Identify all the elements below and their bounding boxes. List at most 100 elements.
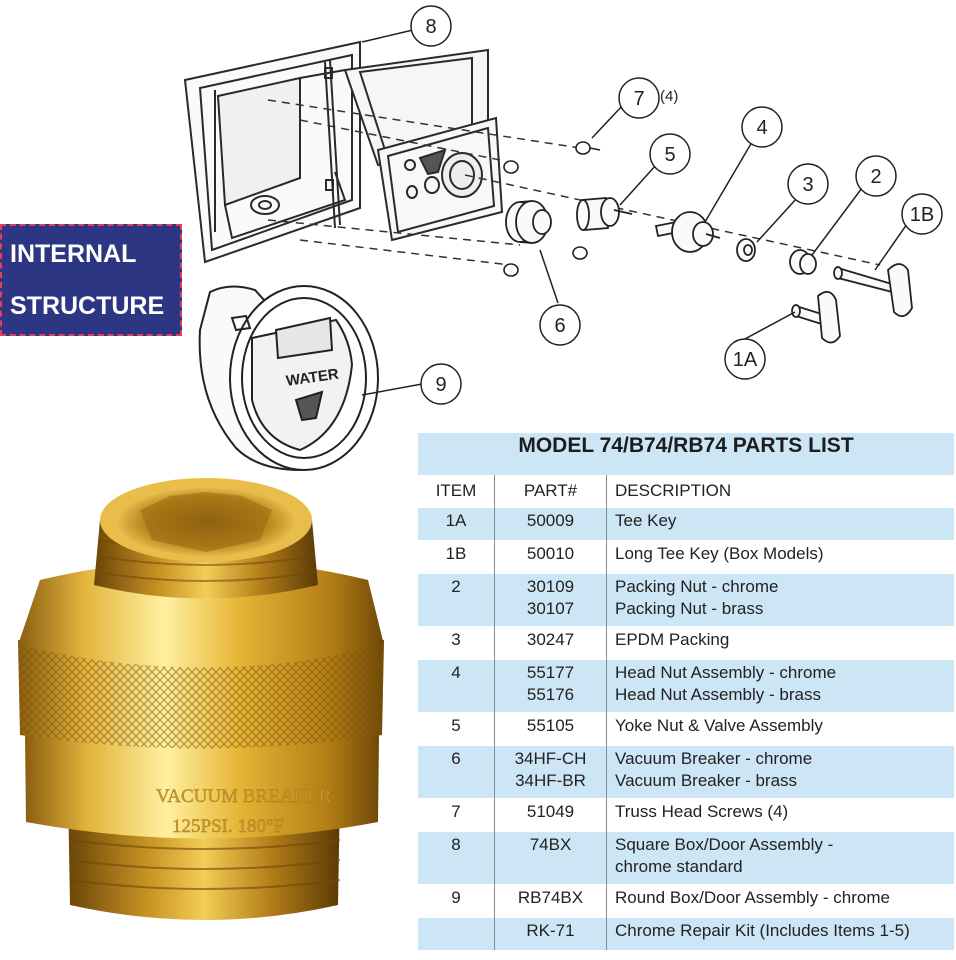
cell-description: Yoke Nut & Valve Assembly bbox=[606, 712, 954, 746]
header-part: PART# bbox=[494, 475, 607, 508]
cell-part-number: 30109 30107 bbox=[494, 573, 607, 627]
cell-item: 9 bbox=[451, 888, 461, 907]
description-line: EPDM Packing bbox=[615, 630, 730, 649]
description-line: chrome standard bbox=[615, 857, 743, 876]
round-box-assembly: WATER bbox=[198, 285, 379, 472]
badge-line1: INTERNAL bbox=[10, 240, 137, 268]
part-number-line: 55177 bbox=[526, 663, 575, 682]
brass-vacuum-breaker-photo: VACUUM BREAKER 125PSI. 180°F bbox=[18, 478, 384, 920]
callout-1b: 1B bbox=[901, 193, 943, 235]
cell-item: 5 bbox=[451, 716, 461, 735]
cell-item: 7 bbox=[451, 802, 461, 821]
part-number-line: 74BX bbox=[529, 835, 572, 854]
svg-text:9: 9 bbox=[435, 374, 446, 396]
parts-list-table: MODEL 74/B74/RB74 PARTS LIST ITEM PART# … bbox=[418, 433, 954, 950]
cell-part-number: 55105 bbox=[494, 712, 607, 746]
badge-line2: STRUCTURE bbox=[10, 292, 165, 320]
part-number-line: 34HF-CH bbox=[514, 749, 587, 768]
table-row: 5 55105 Yoke Nut & Valve Assembly bbox=[418, 712, 954, 746]
cell-item: 2 bbox=[451, 577, 461, 596]
svg-text:1B: 1B bbox=[910, 204, 934, 226]
callout-9: 9 bbox=[420, 363, 462, 405]
parts-list-title-row: MODEL 74/B74/RB74 PARTS LIST bbox=[418, 433, 954, 475]
head-nut-part bbox=[654, 211, 721, 253]
part-number-line: 55105 bbox=[526, 716, 575, 735]
yoke-nut-part bbox=[576, 197, 633, 231]
assembly-lines bbox=[267, 99, 881, 266]
cell-item: 3 bbox=[451, 630, 461, 649]
part-number-line: 50009 bbox=[526, 511, 575, 530]
part-number-line: 30107 bbox=[526, 599, 575, 618]
cell-description: EPDM Packing bbox=[606, 626, 954, 660]
svg-text:3: 3 bbox=[802, 174, 813, 196]
part-number-line: RK-71 bbox=[526, 921, 575, 940]
cell-item: 4 bbox=[451, 663, 461, 682]
cell-part-number: 50009 bbox=[494, 507, 607, 541]
epdm-packing-part bbox=[736, 238, 756, 262]
callout-2: 2 bbox=[855, 155, 897, 197]
cell-description: Tee Key bbox=[606, 507, 954, 541]
part-number-line: 51049 bbox=[526, 802, 575, 821]
svg-text:7: 7 bbox=[633, 88, 644, 110]
description-line: Vacuum Breaker - chrome bbox=[615, 749, 813, 768]
cell-description: Round Box/Door Assembly - chrome bbox=[606, 884, 954, 918]
part-number-line: 30109 bbox=[526, 577, 575, 596]
part-number-line: 50010 bbox=[526, 544, 575, 563]
long-tee-key-part bbox=[833, 263, 913, 318]
description-line: Packing Nut - brass bbox=[615, 599, 764, 618]
vacuum-breaker-part bbox=[505, 200, 552, 244]
table-row: 9 RB74BX Round Box/Door Assembly - chrome bbox=[418, 884, 954, 918]
callout-1a: 1A bbox=[724, 338, 766, 380]
description-line: Vacuum Breaker - brass bbox=[615, 771, 798, 790]
table-row: 7 51049 Truss Head Screws (4) bbox=[418, 798, 954, 832]
header-description: DESCRIPTION bbox=[606, 475, 954, 508]
cell-part-number: 50010 bbox=[494, 540, 607, 574]
cell-part-number: 34HF-CH 34HF-BR bbox=[494, 745, 607, 799]
svg-text:1A: 1A bbox=[733, 349, 758, 371]
parts-list-header-row: ITEM PART# DESCRIPTION bbox=[418, 475, 954, 508]
table-row: 1B 50010 Long Tee Key (Box Models) bbox=[418, 540, 954, 574]
parts-list-title: MODEL 74/B74/RB74 PARTS LIST bbox=[418, 433, 954, 475]
description-line: Truss Head Screws (4) bbox=[615, 802, 789, 821]
description-line: Yoke Nut & Valve Assembly bbox=[615, 716, 823, 735]
description-line: Head Nut Assembly - brass bbox=[615, 685, 821, 704]
packing-nut-part bbox=[789, 249, 817, 275]
svg-text:5: 5 bbox=[664, 144, 675, 166]
cell-description: Square Box/Door Assembly - chrome standar… bbox=[606, 831, 954, 885]
engraving-line2: 125PSI. 180°F bbox=[172, 816, 284, 837]
callout-4: 4 bbox=[741, 106, 783, 148]
cell-description: Truss Head Screws (4) bbox=[606, 798, 954, 832]
svg-text:4: 4 bbox=[756, 117, 767, 139]
cell-part-number: RK-71 bbox=[494, 917, 607, 950]
description-line: Head Nut Assembly - chrome bbox=[615, 663, 837, 682]
cell-item: 1A bbox=[445, 511, 467, 530]
header-item: ITEM bbox=[435, 481, 477, 500]
table-row: 1A 50009 Tee Key bbox=[418, 507, 954, 541]
svg-text:8: 8 bbox=[425, 16, 436, 38]
description-line: Round Box/Door Assembly - chrome bbox=[615, 888, 890, 907]
callout-leaders bbox=[361, 29, 908, 396]
part-number-line: 34HF-BR bbox=[515, 771, 586, 790]
part-number-line: RB74BX bbox=[517, 888, 584, 907]
cell-item: 1B bbox=[445, 544, 467, 563]
truss-head-screws bbox=[503, 141, 601, 277]
description-line: Long Tee Key (Box Models) bbox=[615, 544, 824, 563]
cell-part-number: RB74BX bbox=[494, 884, 607, 918]
description-line: Square Box/Door Assembly - bbox=[615, 835, 834, 854]
description-line: Packing Nut - chrome bbox=[615, 577, 779, 596]
cell-item: 8 bbox=[451, 835, 461, 854]
internal-structure-badge: INTERNAL STRUCTURE bbox=[0, 224, 182, 336]
svg-text:(4): (4) bbox=[660, 88, 678, 105]
cell-part-number: 51049 bbox=[494, 798, 607, 832]
square-box-assembly bbox=[183, 40, 504, 264]
